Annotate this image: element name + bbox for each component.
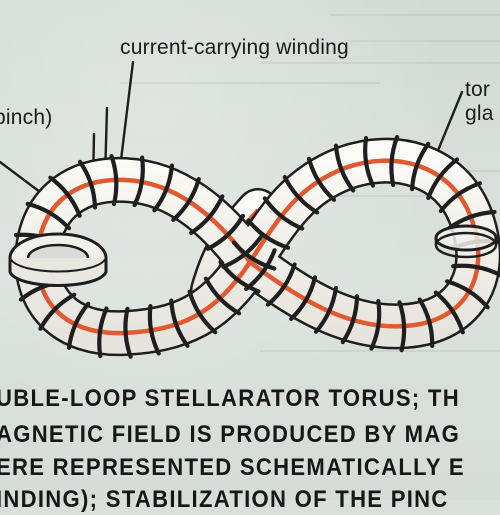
pinch-label: pinch) xyxy=(0,106,52,130)
winding-leader-line xyxy=(121,62,133,160)
book-page: current-carrying winding pinch) tor gla … xyxy=(0,0,500,500)
caption-line-1: UBLE-LOOP STELLARATOR TORUS; TH xyxy=(0,384,474,414)
torus-label-line-2: gla xyxy=(465,102,494,126)
caption-line-4: INDING); STABILIZATION OF THE PINC xyxy=(0,485,474,515)
winding-label: current-carrying winding xyxy=(120,36,349,60)
pinch-coil-ring xyxy=(10,234,106,286)
pinch-leader-line xyxy=(0,162,40,192)
torus-label-line-1: tor xyxy=(465,78,490,102)
caption-line-2: AGNETIC FIELD IS PRODUCED BY MAG xyxy=(0,420,474,450)
caption-line-3: ERE REPRESENTED SCHEMATICALLY E xyxy=(0,453,474,483)
